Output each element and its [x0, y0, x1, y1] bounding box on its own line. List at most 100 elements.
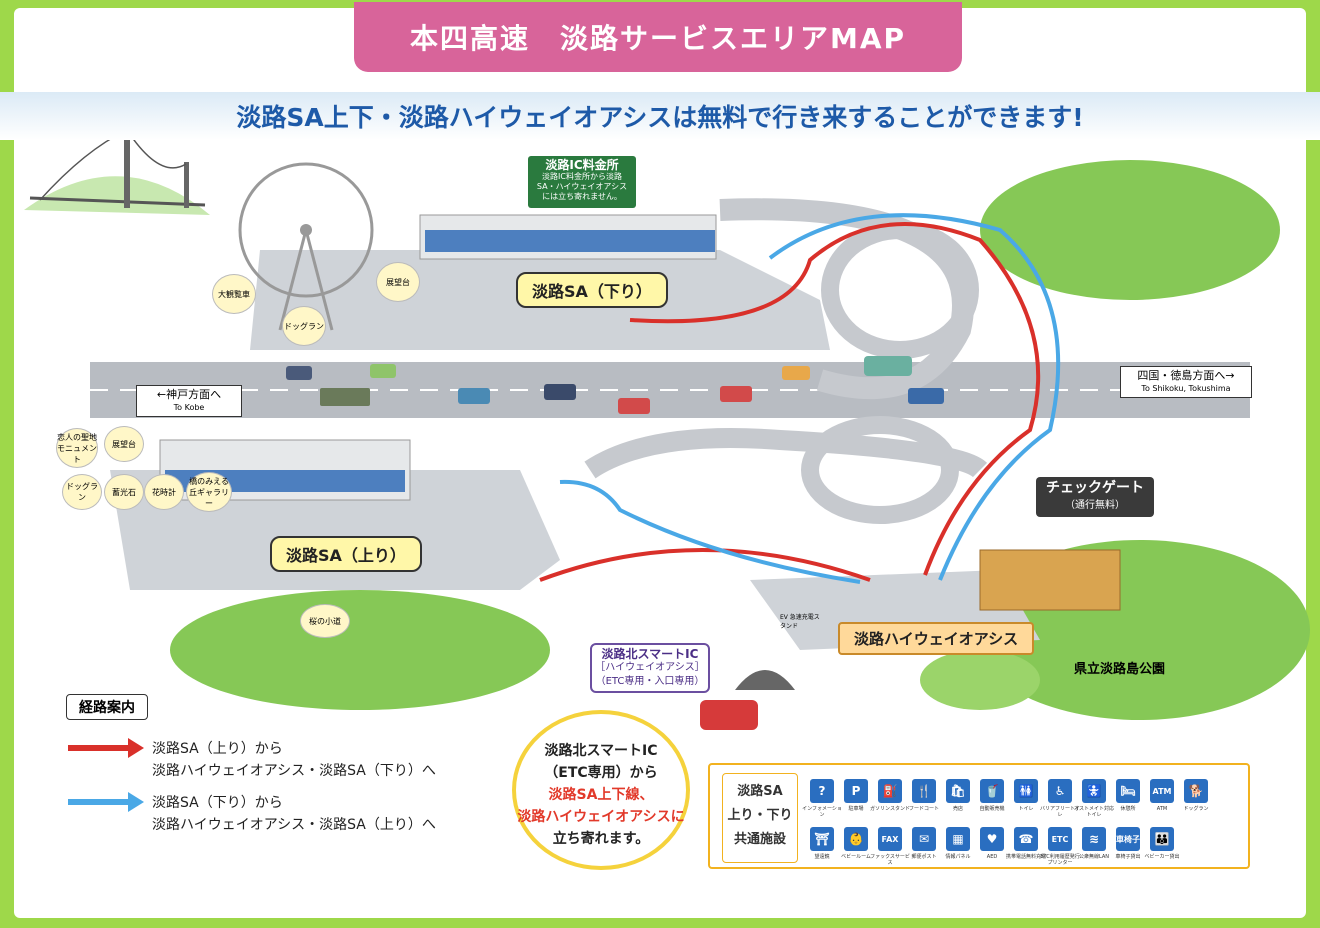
smart-ic-sub2: （ETC専用・入口専用）: [595, 676, 705, 687]
ramp-south: [584, 428, 988, 479]
car: [720, 386, 752, 402]
facility-icon: ✉: [912, 827, 936, 851]
car: [908, 388, 944, 404]
facility-caption: ファックスサービス: [870, 854, 910, 866]
car: [782, 366, 810, 380]
facility-title-line1: 淡路SA: [737, 784, 783, 799]
facility-caption: ATM: [1156, 806, 1168, 812]
shikoku-sign-en: To Shikoku, Tokushima: [1141, 384, 1231, 393]
facility-caption: トイレ: [1018, 806, 1034, 812]
loop-south: [801, 416, 959, 524]
dogrun-up-label: ドッグラン: [62, 474, 102, 510]
hill-northeast: [980, 160, 1280, 300]
facility-caption: ETC利用履歴発行プリンター: [1040, 854, 1080, 866]
facility-caption: インフォメーション: [802, 806, 842, 818]
facility-caption: 郵便ポスト: [911, 854, 937, 860]
facility-title: 淡路SA 上り・下り 共通施設: [722, 773, 798, 863]
facility-icon: ♥: [980, 827, 1004, 851]
luminous-stone-label: 蓄光石: [104, 474, 144, 510]
sakura-path-label: 桜の小道: [300, 604, 350, 638]
facility-icon: ☎: [1014, 827, 1038, 851]
sa-down-label: 淡路SA（下り）: [516, 272, 668, 308]
facility-caption: 駐車場: [848, 806, 864, 812]
facility-caption: 情報パネル: [945, 854, 971, 860]
facility-caption: ベビーカー貸出: [1144, 854, 1180, 860]
facility-caption: 売店: [952, 806, 963, 812]
kobe-hill: [24, 176, 210, 215]
flower-clock-label: 花時計: [144, 474, 184, 510]
toll-note: 淡路IC料金所から淡路SA・ハイウェイオアシスには立ち寄れません。: [536, 172, 628, 201]
car: [458, 388, 490, 404]
ferris-leg-left: [278, 229, 308, 331]
ferris-wheel: [238, 162, 374, 298]
facility-icon: 車椅子: [1116, 827, 1140, 851]
facility-caption: 休憩所: [1120, 806, 1136, 812]
page-title: 本四高速 淡路サービスエリアMAP: [354, 2, 962, 72]
kobe-sign-en: To Kobe: [173, 403, 205, 412]
gate-sub: （通行無料）: [1065, 500, 1125, 511]
smart-ic-title: 淡路北スマートIC: [601, 647, 699, 661]
facility-icon: 🚼: [1082, 779, 1106, 803]
legend-blue-line2: 淡路ハイウェイオアシス・淡路SA（上り）へ: [152, 817, 436, 833]
facility-icon: 🛍: [946, 779, 970, 803]
check-gate-sign: チェックゲート （通行無料）: [1036, 477, 1154, 517]
facility-caption: ガソリンスタンド: [870, 806, 910, 812]
oasis-building: [979, 549, 1121, 611]
headline: 淡路SA上下・淡路ハイウェイオアシスは無料で行き来することができます!: [0, 92, 1320, 140]
callout-line5: 立ち寄れます。: [552, 831, 650, 847]
facility-icon: ATM: [1150, 779, 1174, 803]
callout-line1: 淡路北スマートIC: [544, 743, 658, 759]
lovers-monument-label: 恋人の聖地モニュメント: [56, 428, 98, 468]
gallery-label: 橋のみえる丘ギャラリー: [186, 472, 232, 512]
smart-ic-callout: 淡路北スマートIC （ETC専用）から 淡路SA上下線、 淡路ハイウェイオアシス…: [512, 710, 690, 870]
facility-caption: AED: [986, 854, 998, 860]
facility-icon: 👪: [1150, 827, 1174, 851]
facility-caption: フードコート: [908, 806, 939, 812]
truck: [320, 388, 370, 406]
callout-line3: 淡路SA上下線、: [548, 787, 654, 803]
legend-red-arrowhead: [128, 738, 144, 758]
gate-title: チェックゲート: [1046, 480, 1144, 496]
facility-icon: 🥤: [980, 779, 1004, 803]
observatory-up-label: 展望台: [104, 426, 144, 462]
facility-caption: 望遠鏡: [814, 854, 830, 860]
facility-caption: 自動販売機: [979, 806, 1005, 812]
facility-icon: P: [844, 779, 868, 803]
red-route-segment-2: [629, 222, 1041, 576]
toll-gate-sign: 淡路IC料金所 淡路IC料金所から淡路SA・ハイウェイオアシスには立ち寄れません…: [528, 156, 636, 208]
facility-icon: 🍴: [912, 779, 936, 803]
blue-route-segment-2: [559, 479, 861, 584]
toll-title: 淡路IC料金所: [545, 158, 619, 172]
blue-route-segment-1: [768, 213, 1061, 581]
facility-icon: ♿: [1048, 779, 1072, 803]
car: [618, 398, 650, 414]
facility-title-line2: 上り・下り: [727, 808, 793, 823]
facility-caption: ベビールーム: [841, 854, 871, 860]
car: [286, 366, 312, 380]
facility-icon: ?: [810, 779, 834, 803]
loop-north: [821, 221, 979, 359]
dogrun-down-label: ドッグラン: [282, 306, 326, 346]
facility-icon: FAX: [878, 827, 902, 851]
akashi-bridge: [29, 196, 206, 207]
facility-caption: 車椅子貸出: [1115, 854, 1141, 860]
facility-caption: 携帯電話無料充電: [1005, 854, 1046, 860]
ev-station-label: EV 急速充電スタンド: [780, 614, 820, 630]
callout-line4: 淡路ハイウェイオアシスに: [517, 809, 685, 825]
legend-title: 経路案内: [66, 694, 148, 720]
facility-icon: ▦: [946, 827, 970, 851]
facility-icon: 🚻: [1014, 779, 1038, 803]
observatory-down-label: 展望台: [376, 262, 420, 302]
smart-ic-sub1: ［ハイウェイオアシス］: [595, 662, 705, 673]
oasis-label: 淡路ハイウェイオアシス: [838, 622, 1035, 655]
facility-caption: オストメイト対応トイレ: [1073, 806, 1114, 818]
bridge-tower-1: [124, 128, 130, 208]
legend-red-text: 淡路SA（上り）から 淡路ハイウェイオアシス・淡路SA（下り）へ: [152, 738, 436, 782]
bus: [864, 356, 912, 376]
hill-oasis: [920, 650, 1040, 710]
facility-caption: バリアフリートイレ: [1039, 806, 1080, 818]
legend-red-line2: 淡路ハイウェイオアシス・淡路SA（下り）へ: [152, 763, 436, 779]
hill-sakura: [170, 590, 550, 710]
